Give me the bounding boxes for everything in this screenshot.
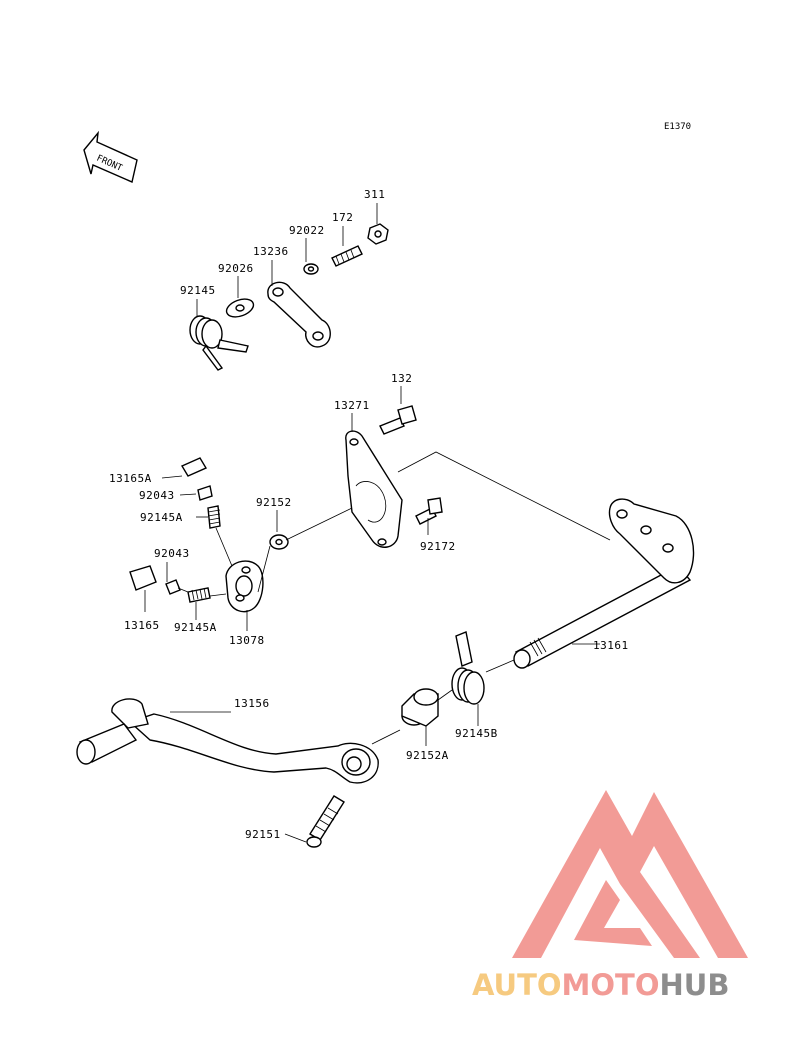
label-92022[interactable]: 92022 [289, 224, 325, 237]
label-92145B[interactable]: 92145B [455, 727, 498, 740]
label-13165[interactable]: 13165 [124, 619, 160, 632]
nut-311 [367, 223, 389, 245]
pin-92043-upper [197, 485, 213, 501]
spring-92145B [451, 631, 485, 705]
washer-92152 [269, 534, 289, 550]
bolt-132 [379, 405, 417, 435]
guide-plate-13271 [345, 430, 403, 548]
label-92145[interactable]: 92145 [180, 284, 216, 297]
shift-pedal-13156 [76, 698, 379, 784]
logo-text: AUTOMOTOHUB [472, 968, 729, 1002]
label-92026[interactable]: 92026 [218, 262, 254, 275]
label-92151[interactable]: 92151 [245, 828, 281, 841]
label-92152A[interactable]: 92152A [406, 749, 449, 762]
link-13236 [267, 281, 331, 348]
label-13078[interactable]: 13078 [229, 634, 265, 647]
bolt-92172 [415, 497, 443, 525]
label-172[interactable]: 172 [332, 211, 353, 224]
front-arrow-icon: FRONT [83, 130, 138, 183]
bolt-92151 [306, 795, 345, 848]
part-labels: 311 172 92022 13236 92026 92145 132 1327… [109, 188, 629, 841]
spring-92145 [189, 315, 249, 371]
spring-92145A-lower [187, 587, 211, 603]
label-13161[interactable]: 13161 [593, 639, 629, 652]
bolt-172 [331, 245, 363, 267]
shift-shaft-13161 [513, 498, 695, 669]
leader-lines [144, 203, 611, 843]
diagram-code: E1370 [664, 122, 691, 132]
logo-part-moto: MOTO [562, 968, 660, 1002]
label-92145A-lower[interactable]: 92145A [174, 621, 217, 634]
label-92152[interactable]: 92152 [256, 496, 292, 509]
label-311[interactable]: 311 [364, 188, 385, 201]
pawl-13165A [180, 457, 208, 477]
label-92145A-upper[interactable]: 92145A [140, 511, 183, 524]
label-132[interactable]: 132 [391, 372, 412, 385]
logo-part-hub: HUB [660, 968, 730, 1002]
washer-92022 [303, 263, 319, 275]
label-13236[interactable]: 13236 [253, 245, 289, 258]
bushing-92152A [401, 688, 439, 727]
label-92043-lower[interactable]: 92043 [154, 547, 190, 560]
label-92043-upper[interactable]: 92043 [139, 489, 175, 502]
label-13165A[interactable]: 13165A [109, 472, 152, 485]
automotohub-logo: AUTOMOTOHUB [472, 790, 748, 1002]
logo-part-auto: AUTO [472, 968, 562, 1002]
spring-92145A-upper [207, 505, 221, 529]
washer-92026 [225, 298, 255, 318]
label-13156[interactable]: 13156 [234, 697, 270, 710]
label-13271[interactable]: 13271 [334, 399, 370, 412]
pin-92043-lower [165, 579, 181, 595]
pawl-13165 [129, 565, 157, 591]
shift-drum-13078 [225, 560, 264, 613]
label-92172[interactable]: 92172 [420, 540, 456, 553]
